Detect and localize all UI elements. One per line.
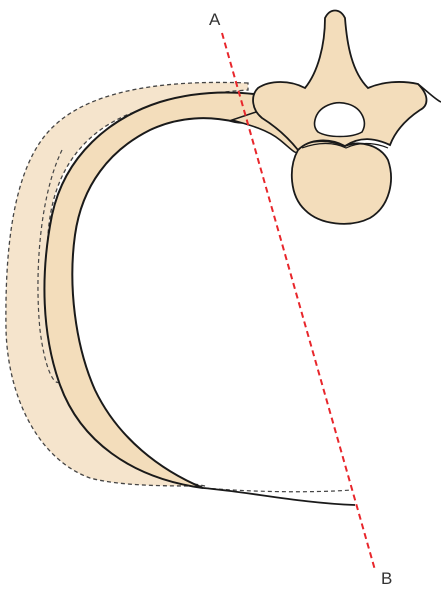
label-b: B bbox=[381, 569, 392, 588]
vertebral-body bbox=[292, 141, 391, 224]
vertebra bbox=[253, 11, 441, 224]
label-a: A bbox=[209, 10, 221, 29]
vertebral-foramen bbox=[314, 103, 364, 137]
